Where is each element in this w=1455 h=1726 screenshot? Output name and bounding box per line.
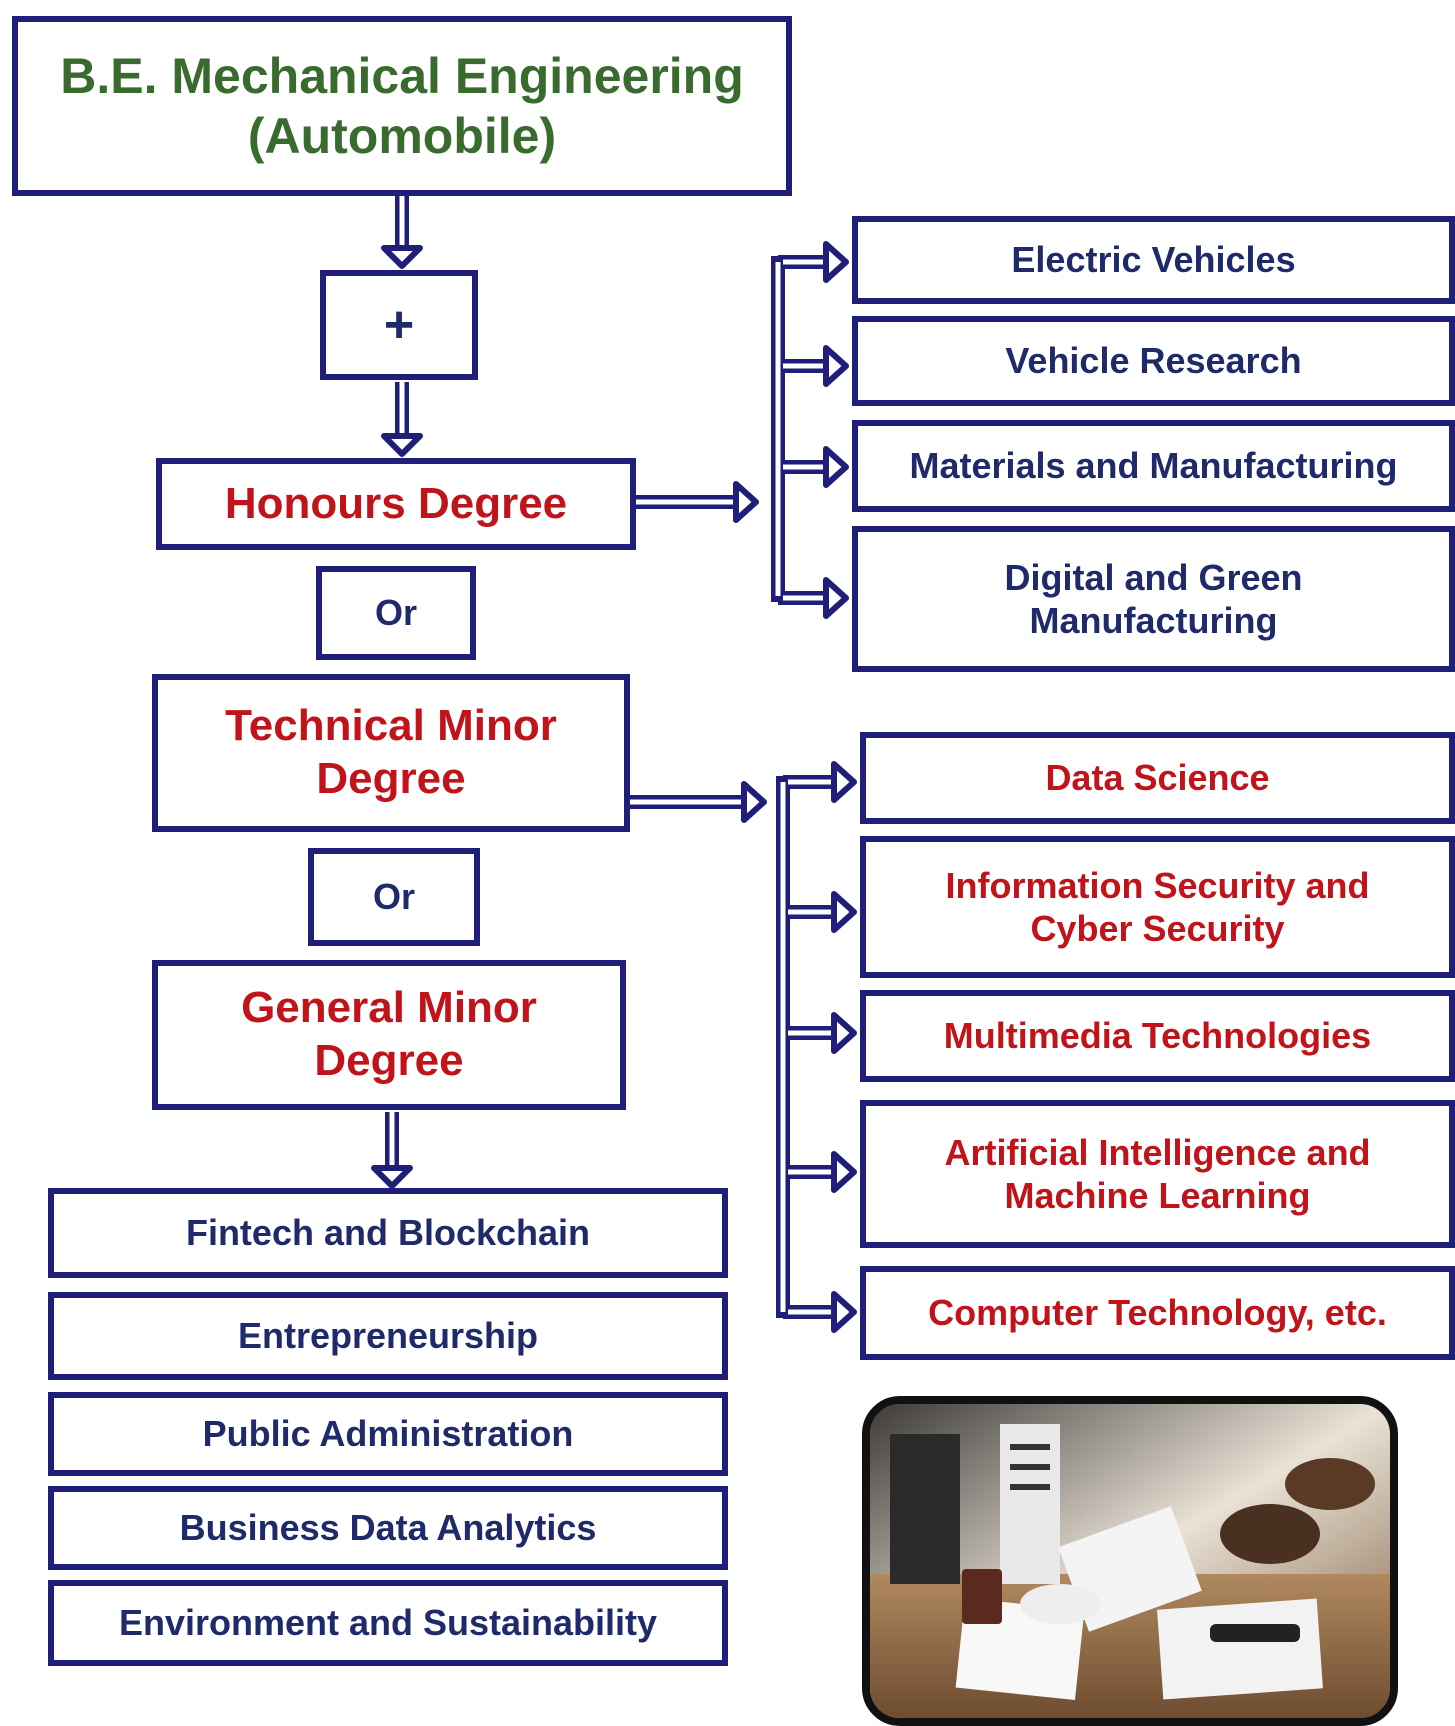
general-minor-item: Business Data Analytics xyxy=(48,1486,728,1570)
honours-item-label: Materials and Manufacturing xyxy=(909,445,1398,487)
general-minor-item: Entrepreneurship xyxy=(48,1292,728,1380)
technical-minor-item: Artificial Intelligence and Machine Lear… xyxy=(860,1100,1455,1248)
general-minor-item-label: Environment and Sustainability xyxy=(118,1602,658,1644)
general-minor-item: Fintech and Blockchain xyxy=(48,1188,728,1278)
plus-label: + xyxy=(383,295,415,354)
program-title-box: B.E. Mechanical Engineering (Automobile) xyxy=(12,16,792,196)
general-minor-item-label: Entrepreneurship xyxy=(237,1315,539,1357)
technical-minor-item: Information Security and Cyber Security xyxy=(860,836,1455,978)
technical-minor-item: Computer Technology, etc. xyxy=(860,1266,1455,1360)
honours-degree-box: Honours Degree xyxy=(156,458,636,550)
technical-minor-item-label: Multimedia Technologies xyxy=(943,1015,1372,1057)
technical-minor-item-label: Computer Technology, etc. xyxy=(928,1292,1387,1334)
honours-item: Vehicle Research xyxy=(852,316,1455,406)
general-minor-degree-box: General Minor Degree xyxy=(152,960,626,1110)
honours-degree-label: Honours Degree xyxy=(224,478,568,528)
general-minor-item: Public Administration xyxy=(48,1392,728,1476)
general-minor-item-label: Business Data Analytics xyxy=(179,1507,597,1549)
general-minor-degree-label: General Minor Degree xyxy=(241,983,537,1085)
or-label-2: Or xyxy=(372,876,415,918)
or-box-2: Or xyxy=(308,848,480,946)
general-minor-item-label: Public Administration xyxy=(202,1413,574,1455)
technical-minor-degree-box: Technical Minor Degree xyxy=(152,674,630,832)
technical-minor-item: Data Science xyxy=(860,732,1455,824)
program-title: B.E. Mechanical Engineering (Automobile) xyxy=(60,48,744,164)
honours-item-label: Electric Vehicles xyxy=(1011,239,1296,281)
technical-minor-degree-label: Technical Minor Degree xyxy=(225,701,557,803)
general-minor-item: Environment and Sustainability xyxy=(48,1580,728,1666)
honours-item: Electric Vehicles xyxy=(852,216,1455,304)
honours-item: Digital and Green Manufacturing xyxy=(852,526,1455,672)
honours-item-label: Digital and Green Manufacturing xyxy=(1004,556,1303,641)
plus-box: + xyxy=(320,270,478,380)
team-meeting-photo xyxy=(862,1396,1398,1726)
honours-item-label: Vehicle Research xyxy=(1005,340,1302,382)
technical-minor-item-label: Data Science xyxy=(1045,757,1270,799)
or-label-1: Or xyxy=(374,592,417,634)
technical-minor-item-label: Information Security and Cyber Security xyxy=(945,864,1370,949)
or-box-1: Or xyxy=(316,566,476,660)
honours-item: Materials and Manufacturing xyxy=(852,420,1455,512)
technical-minor-item: Multimedia Technologies xyxy=(860,990,1455,1082)
technical-minor-item-label: Artificial Intelligence and Machine Lear… xyxy=(944,1131,1371,1216)
photo-illustration xyxy=(870,1404,1390,1718)
general-minor-item-label: Fintech and Blockchain xyxy=(185,1212,591,1254)
